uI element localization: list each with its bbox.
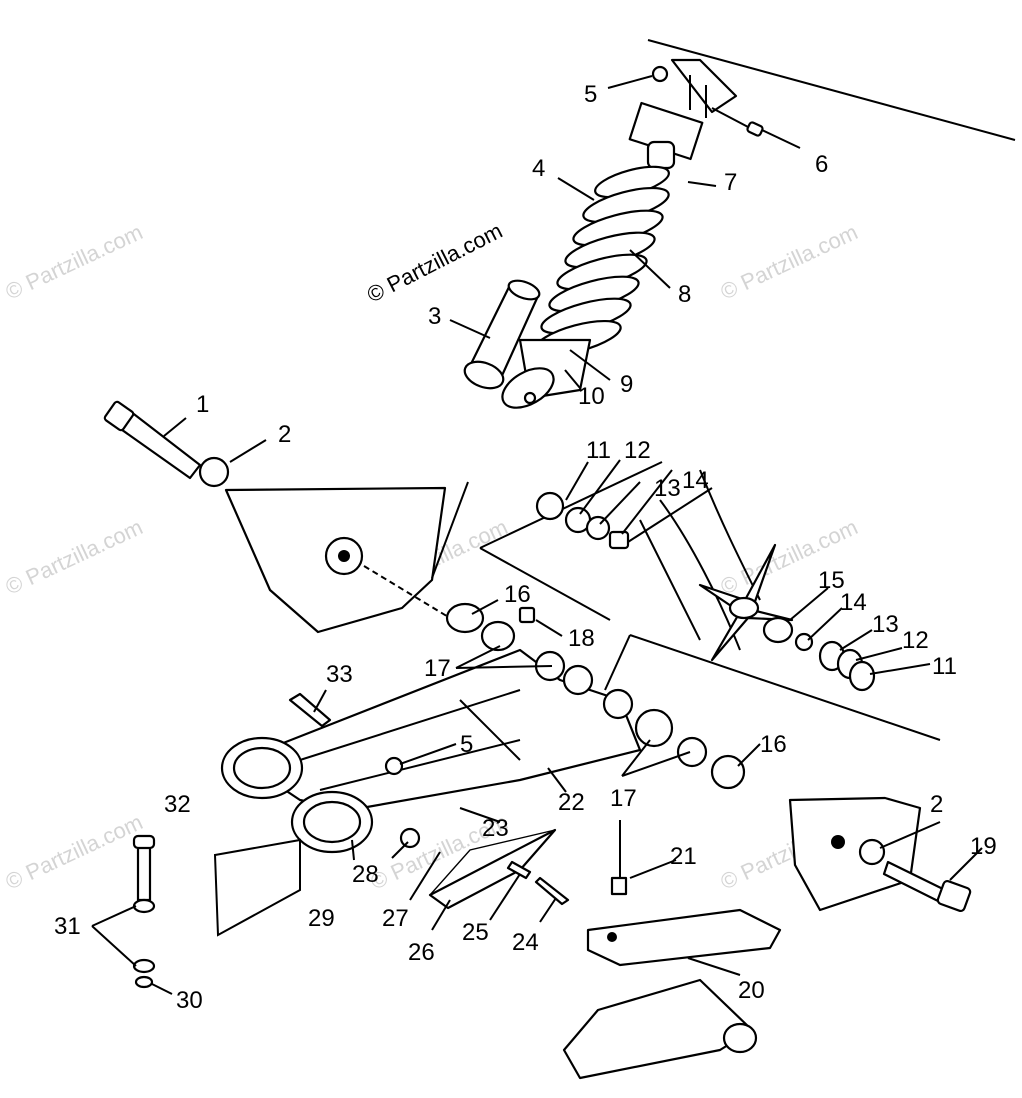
- callout-label: 11: [932, 653, 957, 680]
- callout-label: 32: [164, 791, 191, 818]
- callout-label: 17: [610, 785, 637, 812]
- callout-label: 9: [620, 371, 633, 398]
- callout-label: 33: [326, 661, 353, 688]
- callout-label: 13: [872, 611, 899, 638]
- callout-label: 13: [654, 475, 681, 502]
- bolt-32-stack: [132, 834, 301, 989]
- callout-label: 28: [352, 861, 379, 888]
- nut-5-top: [651, 65, 669, 83]
- callout-label: 21: [670, 843, 697, 870]
- callout-label: 15: [818, 567, 845, 594]
- callout-label: 12: [902, 627, 929, 654]
- shock-absorber-assembly: [463, 39, 1016, 409]
- watermark-faint: © Partzilla.com: [2, 809, 147, 894]
- right-bracket: [788, 796, 972, 913]
- callout-label: 22: [558, 789, 585, 816]
- bolt-6: [746, 121, 764, 137]
- callout-label: 6: [815, 151, 828, 178]
- callout-label: 11: [586, 437, 611, 464]
- callout-label: 17: [424, 655, 451, 682]
- watermark-faint: © Partzilla.com: [2, 514, 147, 599]
- callout-label: 14: [840, 589, 867, 616]
- spring-coils: [534, 165, 670, 357]
- watermark-faint: © Partzilla.com: [2, 219, 147, 304]
- callout-label: 23: [482, 815, 509, 842]
- watermark-faint: © Partzilla.com: [717, 219, 862, 304]
- leader-lines: [91, 75, 983, 995]
- callout-label: 25: [462, 919, 489, 946]
- star-washer-2-left: [198, 456, 230, 488]
- callout-label: 5: [460, 731, 473, 758]
- callout-label: 4: [532, 155, 545, 182]
- callout-labels: 1 2 2 3 4 5 5 6 7 8 9 10 11 11 12 12 13 …: [54, 81, 997, 1014]
- lower-plate: [562, 820, 782, 1080]
- callout-label: 10: [578, 383, 605, 410]
- callout-label: 12: [624, 437, 651, 464]
- callout-label: 2: [930, 791, 943, 818]
- callout-label: 14: [682, 467, 709, 494]
- callout-label: 20: [738, 977, 765, 1004]
- callout-label: 18: [568, 625, 595, 652]
- callout-label: 19: [970, 833, 997, 860]
- guard-plate: [428, 828, 570, 910]
- callout-label: 26: [408, 939, 435, 966]
- callout-label: 7: [724, 169, 737, 196]
- callout-label: 16: [760, 731, 787, 758]
- callout-label: 30: [176, 987, 203, 1014]
- watermark-main: © Partzilla.com: [363, 218, 506, 308]
- callout-label: 2: [278, 421, 291, 448]
- callout-label: 31: [54, 913, 81, 940]
- callout-label: 5: [584, 81, 597, 108]
- callout-label: 16: [504, 581, 531, 608]
- left-bracket: [103, 400, 469, 634]
- callout-label: 3: [428, 303, 441, 330]
- callout-label: 24: [512, 929, 539, 956]
- callout-label: 8: [678, 281, 691, 308]
- callout-label: 29: [308, 905, 335, 932]
- callout-label: 1: [196, 391, 209, 418]
- callout-label: 27: [382, 905, 409, 932]
